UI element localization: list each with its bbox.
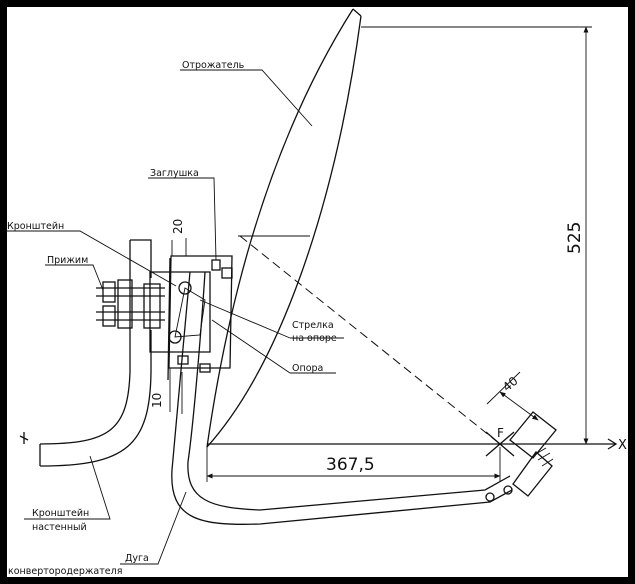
wall-bracket-label-line1: Кронштейн (32, 508, 89, 519)
clamp-assembly (96, 239, 165, 372)
offset-40-value: 40 (500, 374, 521, 395)
arc-label-line1: Дуга (125, 553, 149, 564)
arc-label-line2: конвертородержателя (8, 566, 122, 577)
leader-lines (6, 69, 344, 565)
support-label: Опора (292, 363, 323, 374)
paper (7, 7, 628, 577)
focal-dimension (206, 447, 501, 482)
offset-10-value: 10 (150, 393, 164, 408)
wall-bracket (19, 330, 152, 467)
small-dimensions (169, 238, 187, 414)
axis-marker: X (618, 438, 627, 453)
axis-arrow (607, 438, 618, 450)
plug-label: Заглушка (150, 168, 199, 179)
reflector-dish (206, 8, 362, 448)
bracket-label: Кронштейн (7, 221, 64, 232)
offset-40-dimension (486, 371, 539, 421)
focus-marker: F (497, 426, 504, 440)
reflector-label: Отрожатель (182, 60, 245, 71)
height-dimension-value: 525 (565, 222, 585, 254)
height-dimension (361, 26, 592, 445)
wall-bracket-label-line2: настенный (32, 522, 87, 533)
arrow-label-line1: Стрелка (292, 320, 334, 331)
focus-mark (485, 431, 515, 457)
focal-dimension-value: 367,5 (326, 455, 375, 475)
converter-holder (509, 411, 557, 497)
arrow-label-line2: на опоре (292, 333, 337, 344)
clamp-label: Прижим (47, 255, 88, 266)
offset-20-value: 20 (171, 219, 185, 234)
